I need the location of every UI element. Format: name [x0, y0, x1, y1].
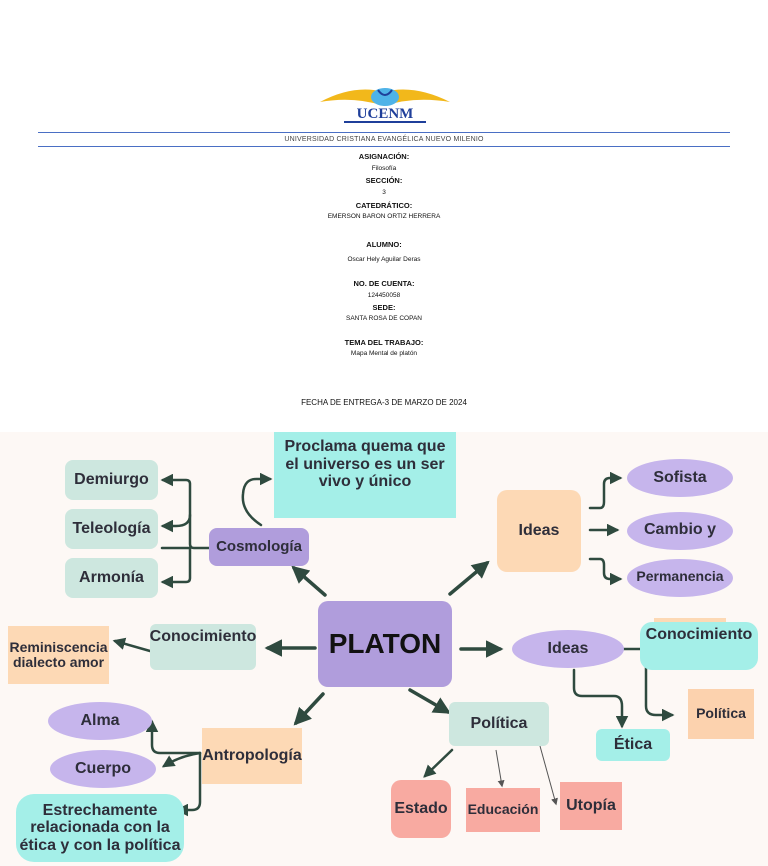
node-politica-small: Política [688, 689, 754, 739]
arrow-to-politica [408, 688, 452, 714]
node-ideas-right: Ideas [512, 630, 624, 668]
center-node-platon: PLATON [318, 601, 452, 687]
fecha-entrega: FECHA DE ENTREGA-3 DE MARZO DE 2024 [301, 398, 467, 407]
node-utopia: Utopía [560, 782, 622, 830]
node-ideas-top: Ideas [497, 490, 581, 572]
node-estrechamente: Estrechamente relacionada con la ética y… [16, 794, 184, 862]
label-catedratico: CATEDRÁTICO: [355, 201, 413, 210]
node-demiurgo: Demiurgo [65, 460, 158, 500]
node-antropologia: Antropología [202, 728, 302, 784]
mind-map: PLATON Cosmología Demiurgo Teleología Ar… [0, 432, 768, 866]
logo-text: UCENM [357, 106, 414, 122]
node-estado: Estado [391, 780, 451, 838]
arrow-to-cosmologia [291, 565, 327, 597]
logo-globe [371, 88, 399, 106]
value-seccion: 3 [382, 189, 386, 196]
node-proclama: Proclama quema que el universo es un ser… [274, 432, 456, 518]
value-sede: SANTA ROSA DE COPAN [346, 315, 422, 322]
value-catedratico: EMERSON BARON ORTIZ HERRERA [327, 213, 441, 220]
header-rule-top [38, 132, 730, 133]
node-armonia: Armonía [65, 558, 158, 598]
node-teleologia: Teleología [65, 509, 158, 549]
node-educacion: Educación [466, 788, 540, 832]
node-cosmologia: Cosmología [209, 528, 309, 566]
node-permanencia: Permanencia [627, 559, 733, 597]
value-tema: Mapa Mental de platón [350, 350, 418, 357]
ucenm-logo: UCENM [320, 88, 450, 123]
value-asignacion: Filosofía [371, 165, 397, 172]
label-sede: SEDE: [372, 303, 396, 312]
node-etica: Ética [596, 729, 670, 761]
node-reminiscencia: Reminiscencia dialecto amor [8, 626, 109, 684]
node-conocimiento-left: Conocimiento [150, 624, 256, 670]
node-cambio: Cambio y [627, 512, 733, 550]
value-cuenta: 124450058 [367, 292, 401, 299]
header-rule-bottom [38, 146, 730, 147]
node-alma: Alma [48, 702, 152, 740]
label-asignacion: ASIGNACIÓN: [358, 152, 410, 161]
node-sofista: Sofista [627, 459, 733, 497]
label-tema: TEMA DEL TRABAJO: [344, 338, 424, 347]
node-conocimiento-right: Conocimiento [640, 622, 758, 670]
node-cuerpo: Cuerpo [50, 750, 156, 788]
value-alumno: Oscar Hely Aguilar Deras [347, 256, 421, 263]
node-politica: Política [449, 702, 549, 746]
label-alumno: ALUMNO: [366, 240, 402, 249]
mind-map-connectors [112, 471, 675, 817]
label-cuenta: NO. DE CUENTA: [353, 279, 415, 288]
label-seccion: SECCIÓN: [365, 176, 403, 185]
arrow-to-ideas-top [448, 560, 490, 596]
cover-page: UCENM UNIVERSIDAD CRISTIANA EVANGÉLICA N… [0, 0, 768, 432]
university-name: UNIVERSIDAD CRISTIANA EVANGÉLICA NUEVO M… [284, 136, 484, 143]
arrow-to-antropologia [293, 692, 325, 726]
